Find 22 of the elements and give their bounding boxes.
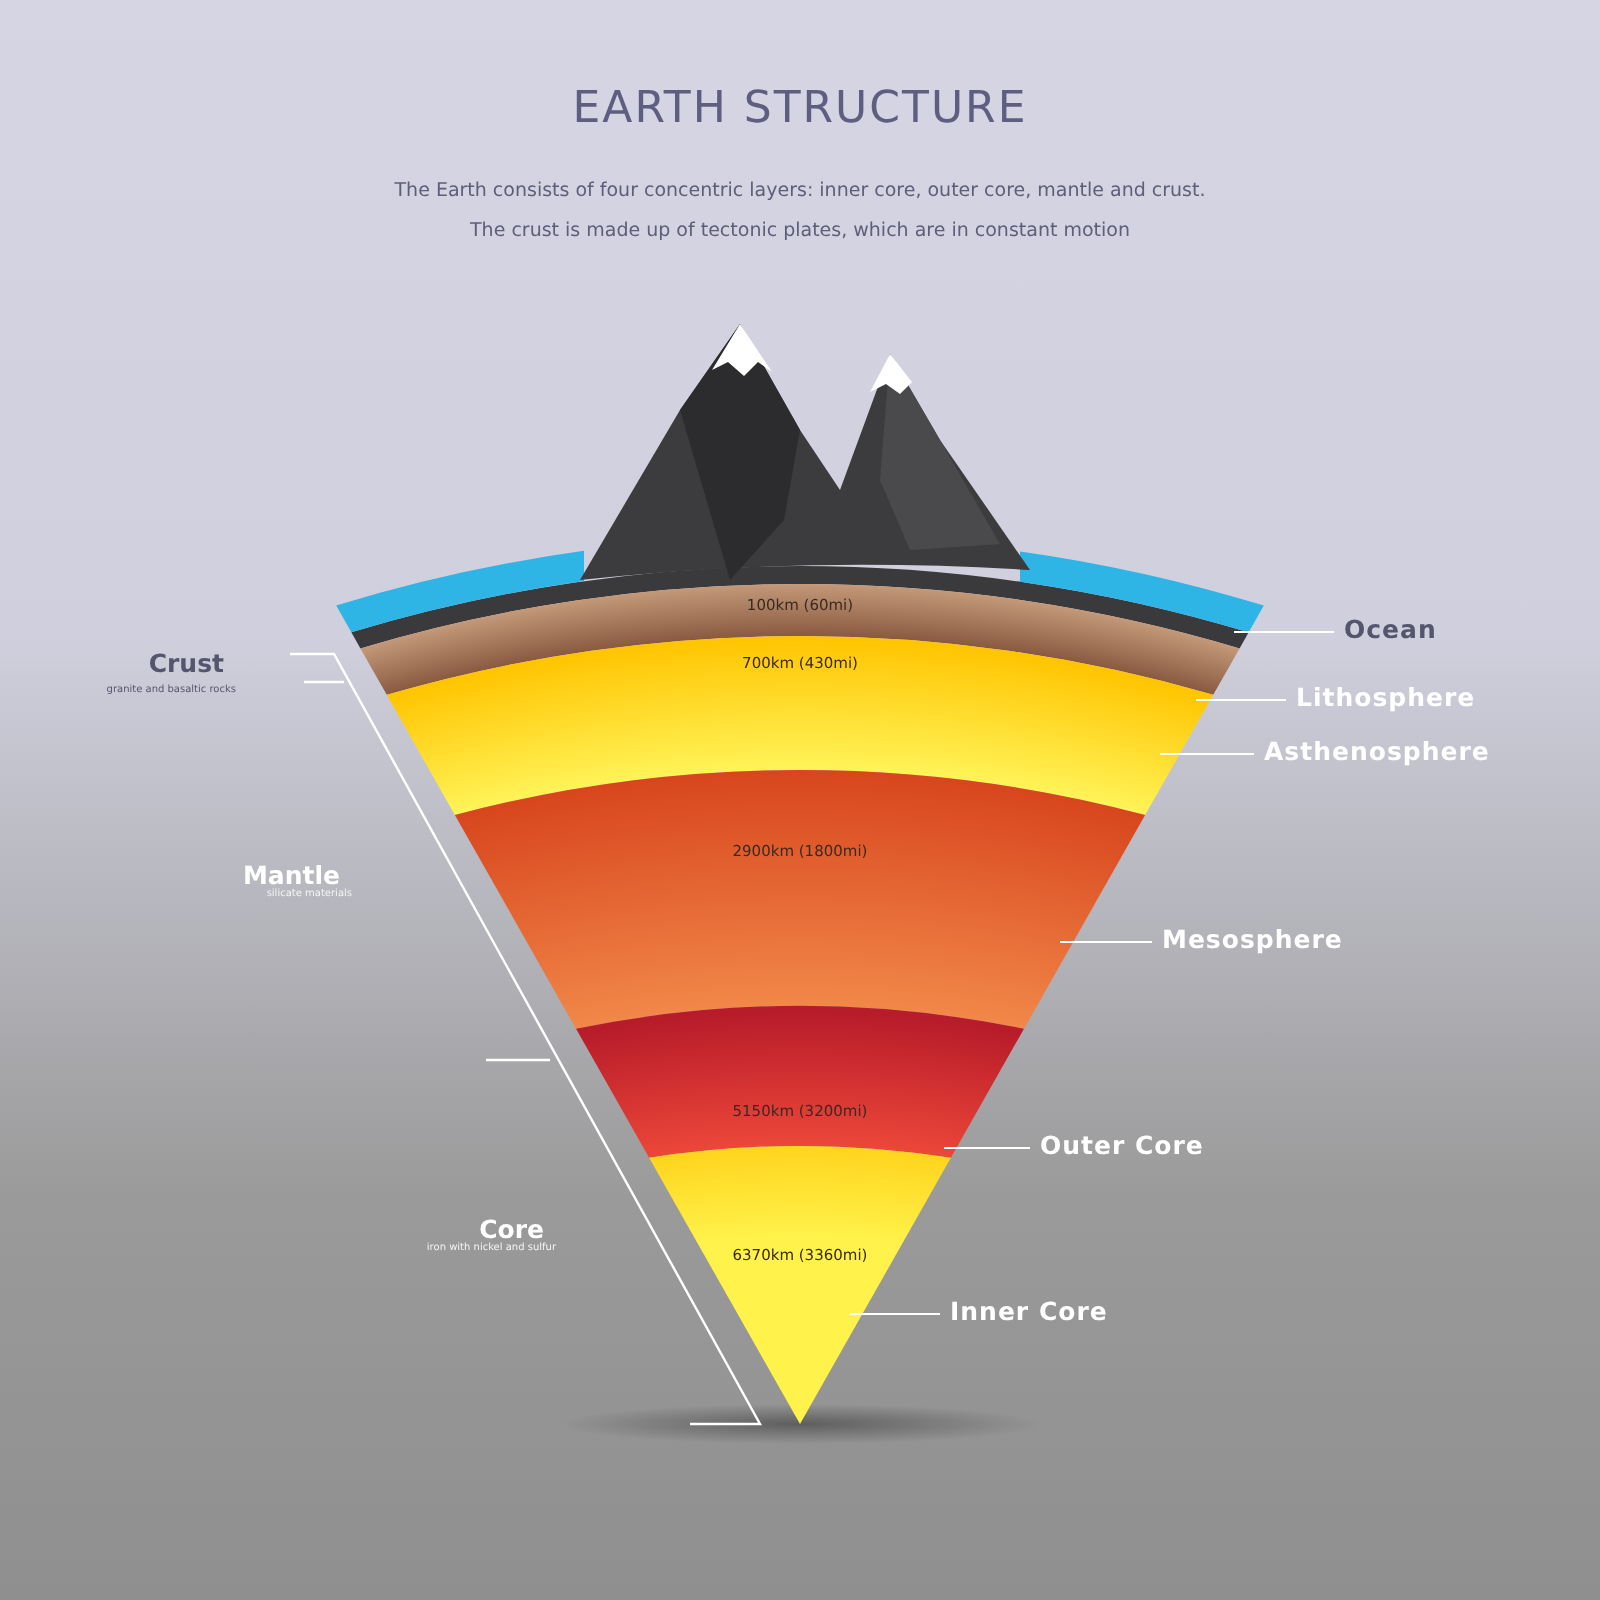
layer-group-label: Mantle: [242, 860, 340, 890]
layer-label: Ocean: [1344, 614, 1437, 644]
leader-line: [1159, 753, 1255, 755]
layer-label: Inner Core: [950, 1296, 1108, 1326]
inner-core-layer: [649, 1146, 951, 1424]
caption: The Earth consists of four concentric layers: inner core, outer core, mantle and crust. The crust is made up of tectonic plates, which are in constant motion: [392, 178, 1208, 246]
leader-line: [943, 1147, 1031, 1149]
layer-group-label: Crust: [148, 648, 224, 678]
leader-line: [1059, 941, 1153, 943]
layer-label: Outer Core: [1040, 1130, 1204, 1160]
lithosphere-layer: [360, 586, 1240, 695]
layer-label: Asthenosphere: [1264, 736, 1490, 766]
asthenosphere-layer: [386, 638, 1214, 815]
outer-core-layer: [576, 1006, 1024, 1158]
layer-label: Mesosphere: [1162, 924, 1343, 954]
ocean-layer: [336, 550, 584, 633]
layer-group-label: Core: [479, 1214, 544, 1244]
leader-line: [1233, 631, 1335, 633]
ocean-layer: [1020, 551, 1264, 633]
title: EARTH STRUCTURE: [570, 84, 1030, 134]
leader-line: [1195, 699, 1287, 701]
leader-line: [849, 1313, 941, 1315]
